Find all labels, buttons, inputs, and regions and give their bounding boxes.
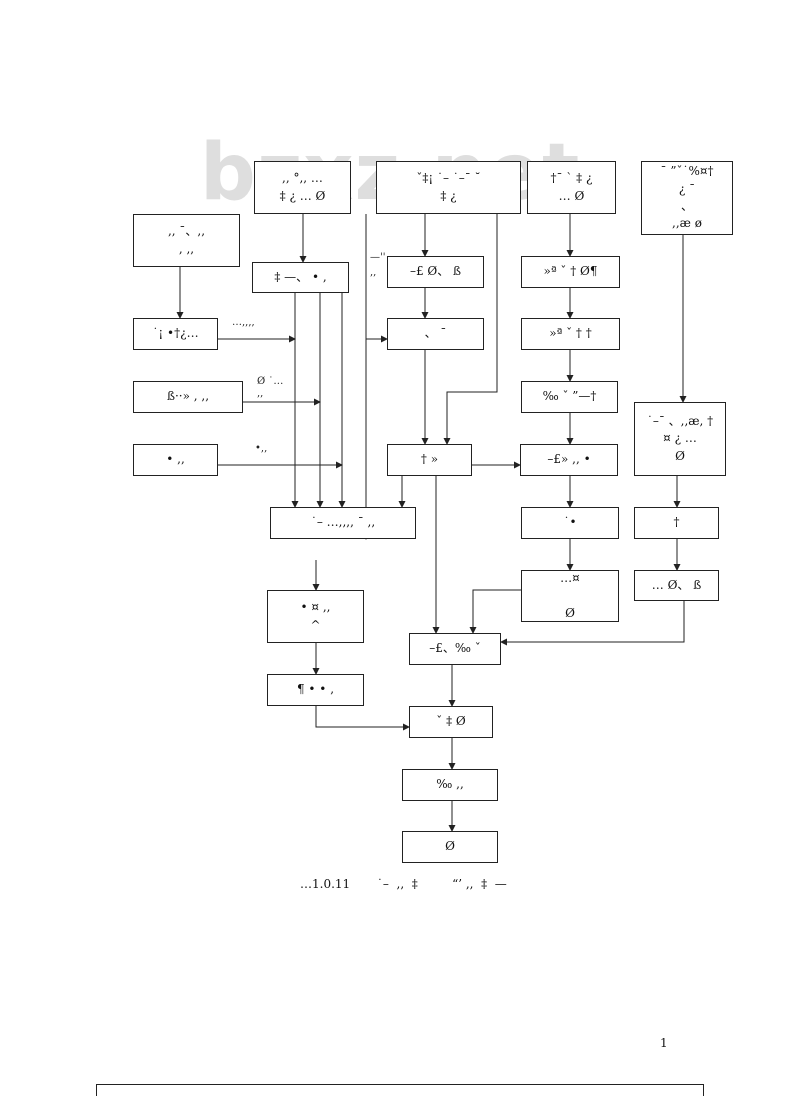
- node-14: ˙–¯ 、,,æ, † ¤ ¿ … Ø: [634, 402, 726, 476]
- node-19: ˙•: [521, 507, 619, 539]
- edge-label-3: •,,: [255, 443, 268, 454]
- node-2: ˇ‡¡ ˙– ˙–¯ ˘ ‡ ¿: [376, 161, 521, 214]
- node-6: ‡ —、 • ,: [252, 262, 349, 293]
- node-21: …¤ Ø: [521, 570, 619, 622]
- node-20: †: [634, 507, 719, 539]
- node-3: †ˉ ` ‡ ¿ … Ø: [527, 161, 616, 214]
- node-9: ˙¡ •†¿…: [133, 318, 218, 350]
- node-24: –£、‰ ˇ: [409, 633, 501, 665]
- node-8: »ª ˇ † Ø¶: [521, 256, 620, 288]
- node-16: † »: [387, 444, 472, 476]
- node-25: ¶ • • ,: [267, 674, 364, 706]
- node-5: ,, ¯、,, , ,,: [133, 214, 240, 267]
- node-12: ß··» , ,,: [133, 381, 243, 413]
- node-18: ˙– …,,,, ¯ ,,: [270, 507, 416, 539]
- edge-label-2: Ø ˙… ,,: [257, 376, 284, 399]
- node-7: –£ Ø、 ß: [387, 256, 484, 288]
- node-10: 、 ¯: [387, 318, 484, 350]
- node-1: ,, °,, … ‡ ¿ … Ø: [254, 161, 351, 214]
- bottom-frame: [96, 1084, 704, 1096]
- node-15: • ,,: [133, 444, 218, 476]
- page-number: 1: [660, 1036, 668, 1050]
- node-13: ‰ ˇ ”—†: [521, 381, 618, 413]
- node-26: ˇ ‡ Ø: [409, 706, 493, 738]
- figure-caption: …1.0.11 ˙– ,, ‡ “’ ,, ‡ —: [300, 877, 507, 891]
- node-23: • ¤ ,, ^: [267, 590, 364, 643]
- node-28: Ø: [402, 831, 498, 863]
- node-4: ¯ ”ˇ˙%¤† ¿ ¯ 、 ,,æ ø: [641, 161, 733, 235]
- node-22: … Ø、 ß: [634, 570, 719, 601]
- edge-label-4: —'' ,,: [370, 252, 386, 278]
- edge-label-1: …,,,,: [232, 317, 255, 328]
- node-17: –£» ,, •: [520, 444, 618, 476]
- node-27: ‰ ,,: [402, 769, 498, 801]
- node-11: »ª ˇ † †: [521, 318, 620, 350]
